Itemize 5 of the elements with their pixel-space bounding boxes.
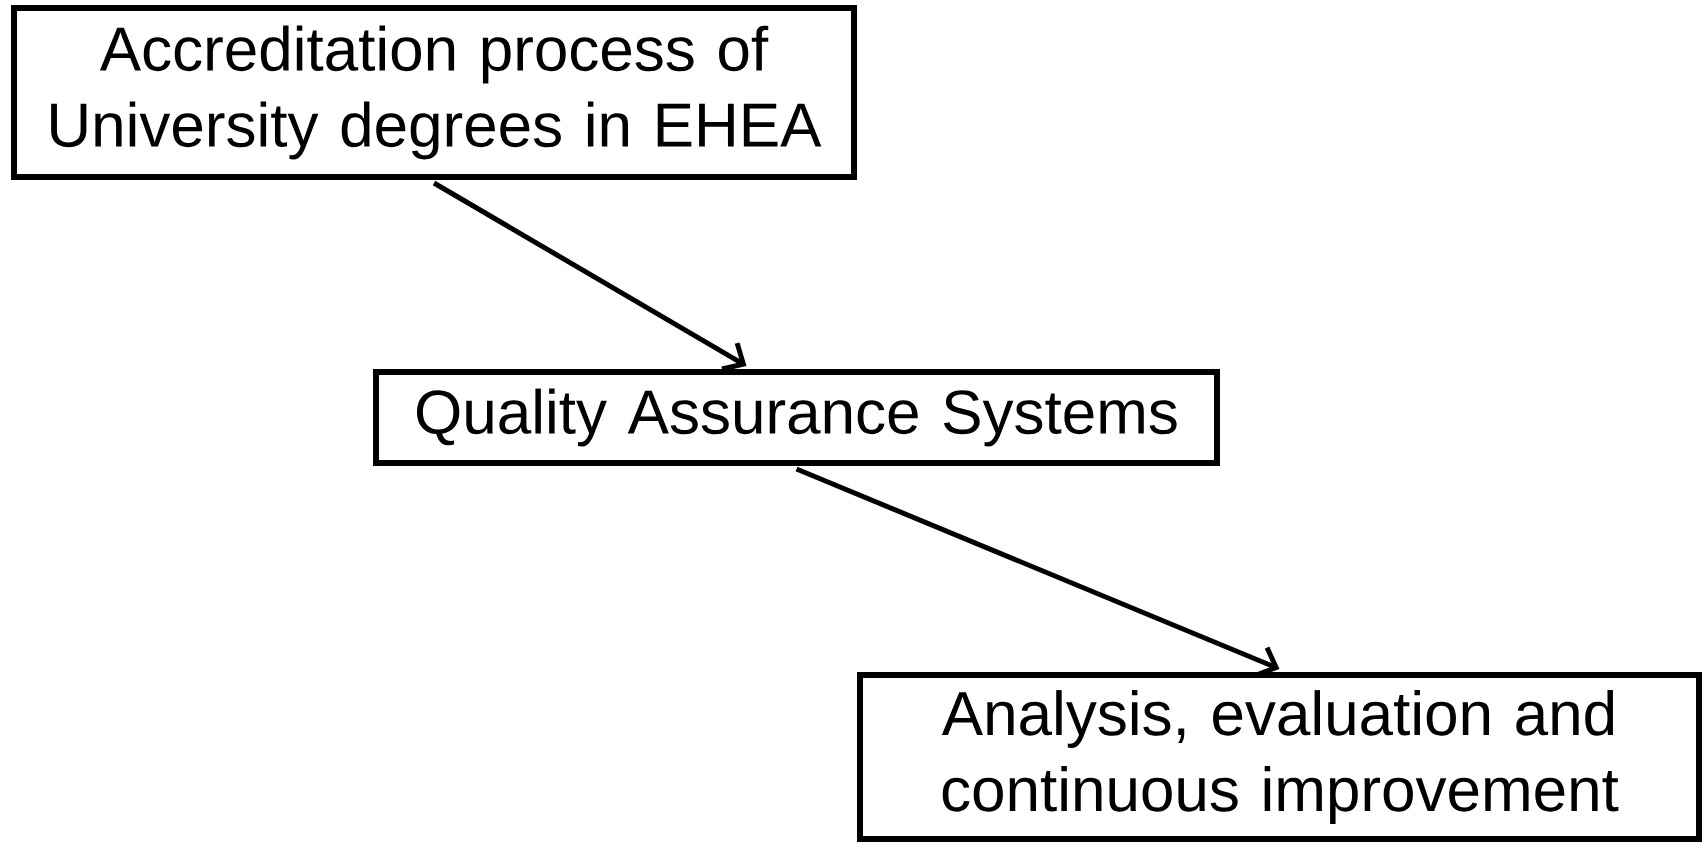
arrow — [795, 466, 1280, 678]
process-box: Quality Assurance Systems — [373, 369, 1220, 466]
process-box: Analysis, evaluation and continuous improvement — [857, 672, 1702, 842]
process-box: Accreditation process of University degrees in EHEA — [11, 5, 857, 180]
arrow — [432, 180, 747, 372]
